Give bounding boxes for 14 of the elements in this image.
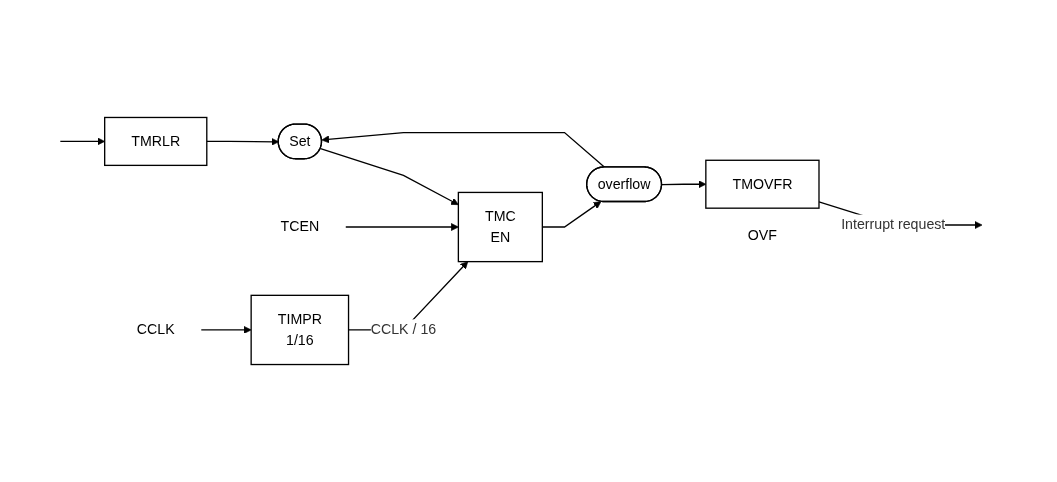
arrow: [321, 131, 606, 169]
node-box: TMOVFR: [705, 159, 820, 209]
edge-label: CCLK / 16: [370, 321, 437, 338]
node-text: TCEN: [280, 219, 320, 235]
node-text: CCLK: [136, 321, 175, 338]
node-label: OVF: [747, 227, 778, 243]
arrow: [200, 326, 252, 334]
arrow: [319, 147, 459, 205]
node-box: TMRLR: [104, 116, 208, 167]
arrow: [206, 137, 279, 146]
edge-label: Interrupt request: [841, 217, 946, 233]
arrow: [345, 223, 459, 231]
node-box: TIMPR 1/16: [250, 294, 350, 366]
node-box: TMC EN: [457, 191, 543, 263]
